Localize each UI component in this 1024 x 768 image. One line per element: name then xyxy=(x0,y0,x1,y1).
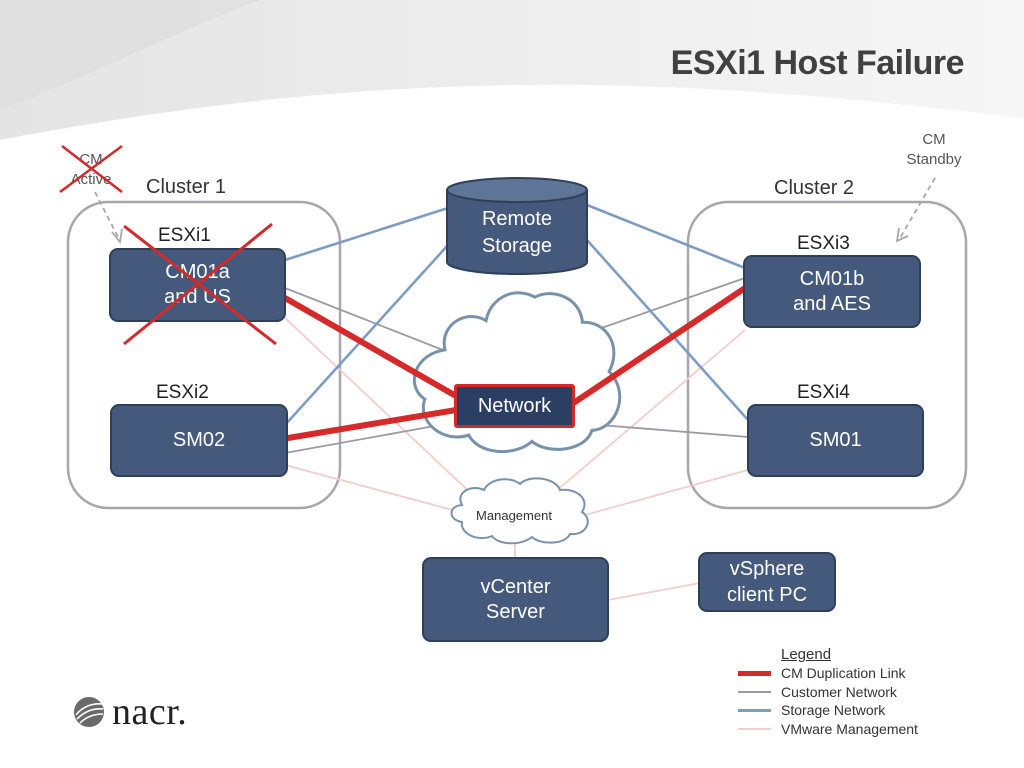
vcenter-server-node[interactable]: vCenter Server xyxy=(422,557,609,642)
cm-active-arrow xyxy=(94,191,123,245)
esxi2-label: ESXi2 xyxy=(156,382,209,403)
legend-swatch-duplication xyxy=(738,670,771,676)
cluster-1-box xyxy=(66,200,342,510)
legend-item-storage: Storage Network xyxy=(738,701,978,720)
legend-label-vmware: VMware Management xyxy=(781,720,918,737)
vcenter-server-label: vCenter Server xyxy=(480,575,551,623)
legend-swatch-customer xyxy=(738,690,771,693)
legend: Legend CM Duplication Link Customer Netw… xyxy=(738,646,978,738)
esxi1-label: ESXi1 xyxy=(158,225,211,246)
legend-label-duplication: CM Duplication Link xyxy=(781,665,906,682)
esxi4-label: ESXi4 xyxy=(797,382,850,403)
remote-storage-label: Remote Storage xyxy=(481,208,553,257)
management-cloud xyxy=(450,477,589,545)
nacr-logo-text: nacr. xyxy=(112,691,188,733)
sm01-node[interactable]: SM01 xyxy=(747,404,924,477)
vsphere-client-label: vSphere client PC xyxy=(726,558,808,606)
cm01a-label: CM01a and US xyxy=(164,261,231,308)
vmware-management-links xyxy=(284,317,749,601)
legend-swatch-vmware xyxy=(738,727,771,730)
cluster-2-label: Cluster 2 xyxy=(774,177,855,199)
customer-network-links xyxy=(284,277,749,454)
legend-item-customer: Customer Network xyxy=(738,683,978,702)
cm01a-node[interactable]: CM01a and US xyxy=(109,248,286,322)
legend-label-customer: Customer Network xyxy=(781,683,897,700)
vsphere-client-node[interactable]: vSphere client PC xyxy=(698,552,836,612)
remote-storage-cylinder xyxy=(446,177,588,275)
legend-title: Legend xyxy=(781,646,832,663)
legend-label-storage: Storage Network xyxy=(781,702,886,719)
sm01-label: SM01 xyxy=(809,429,862,451)
cm-active-label: CM Active xyxy=(70,151,112,188)
cm01b-node[interactable]: CM01b and AES xyxy=(743,255,921,328)
storage-network-links xyxy=(284,203,749,426)
legend-swatch-storage xyxy=(738,708,771,712)
cm-standby-arrow xyxy=(895,177,936,243)
network-label[interactable]: Network xyxy=(454,384,575,428)
nacr-logo-icon xyxy=(74,697,104,727)
cluster-2-box xyxy=(686,200,968,510)
sm02-label: SM02 xyxy=(172,429,226,451)
cm-standby-label: CM Standby xyxy=(906,131,962,168)
legend-item-duplication: CM Duplication Link xyxy=(738,664,978,683)
legend-item-vmware: VMware Management xyxy=(738,720,978,739)
nacr-logo: nacr. xyxy=(72,690,187,734)
cluster-1-label: Cluster 1 xyxy=(146,176,227,198)
cm01b-label: CM01b and AES xyxy=(793,267,871,315)
management-label: Management xyxy=(476,508,552,523)
sm02-node[interactable]: SM02 xyxy=(110,404,288,477)
esxi3-label: ESXi3 xyxy=(797,233,850,254)
page-title: ESXi1 Host Failure xyxy=(670,44,965,82)
cm-duplication-links xyxy=(282,285,748,441)
